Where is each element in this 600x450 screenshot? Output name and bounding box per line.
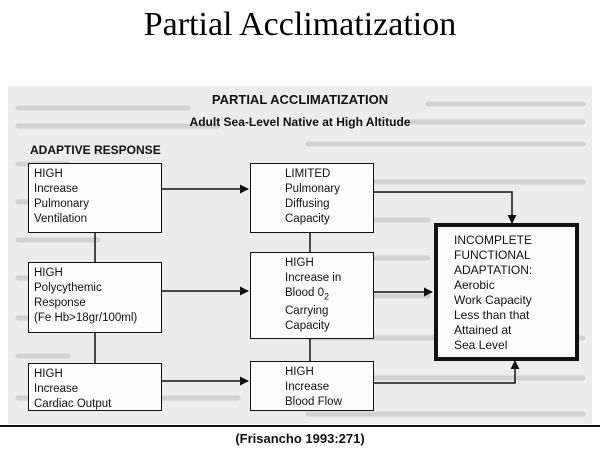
box-line: HIGH: [34, 267, 63, 279]
box-line: Pulmonary: [34, 198, 89, 210]
box-line: Polycythemic: [34, 282, 102, 294]
box-line: Attained at: [454, 323, 512, 337]
box-line: Diffusing: [285, 198, 330, 210]
box-line: Pulmonary: [285, 183, 340, 195]
arrow-bloodflow-outcome: [374, 360, 520, 384]
box-line: Increase in: [285, 272, 342, 284]
adaptive-response-heading: ADAPTIVE RESPONSE: [30, 143, 161, 157]
box-line: HIGH: [285, 366, 314, 378]
footer-rule: [0, 425, 600, 427]
box-line: Capacity: [285, 213, 330, 225]
box-line-oxygen: Blood 02: [285, 286, 368, 304]
box-polycythemic-response: HIGH Polycythemic Response (Fe Hb>18gr/1…: [28, 262, 162, 333]
box-line: FUNCTIONAL: [454, 248, 531, 262]
box-incomplete-functional-adaptation: INCOMPLETE FUNCTIONAL ADAPTATION: Aerobi…: [434, 223, 579, 361]
box-line: Cardiac Output: [34, 398, 112, 410]
box-line: HIGH: [34, 168, 63, 180]
box-line: Increase: [285, 381, 330, 393]
citation: (Frisancho 1993:271): [235, 431, 365, 446]
box-line: ADAPTATION:: [454, 263, 533, 277]
box-increase-blood-flow: HIGH Increase Blood Flow: [250, 361, 374, 411]
box-line: HIGH: [34, 368, 63, 380]
figure-subtitle: Adult Sea-Level Native at High Altitude: [189, 115, 411, 129]
box-line: Increase: [34, 383, 79, 395]
oxygen-subscript: 2: [324, 291, 330, 302]
box-increase-pulmonary-ventilation: HIGH Increase Pulmonary Ventilation: [28, 163, 162, 233]
box-line: Response: [34, 297, 86, 309]
box-line: Ventilation: [34, 213, 88, 225]
box-limited-pulmonary-diffusing-capacity: LIMITED Pulmonary Diffusing Capacity: [250, 163, 374, 233]
box-line: Work Capacity: [454, 293, 532, 307]
slide-title: Partial Acclimatization: [143, 6, 457, 43]
box-line: (Fe Hb>18gr/100ml): [34, 312, 138, 324]
box-line: Capacity: [285, 320, 330, 333]
blood-o-text: Blood 0: [285, 287, 325, 299]
arrow-diffusing-outcome: [374, 191, 517, 224]
box-line: Carrying: [285, 305, 329, 318]
box-line: Increase: [34, 183, 79, 195]
box-line: Blood Flow: [285, 396, 342, 408]
box-line: Less than that: [454, 308, 530, 322]
box-line: Sea Level: [454, 338, 508, 352]
box-line: LIMITED: [285, 168, 331, 180]
box-increase-blood-oxygen-carrying-capacity: HIGH Increase in Blood 02 Carrying Capac…: [250, 252, 374, 339]
box-line: HIGH: [285, 257, 314, 269]
box-line: Aerobic: [454, 278, 495, 292]
box-increase-cardiac-output: HIGH Increase Cardiac Output: [28, 363, 162, 411]
figure-title: PARTIAL ACCLIMATIZATION: [211, 92, 389, 107]
box-line: INCOMPLETE: [454, 233, 533, 247]
